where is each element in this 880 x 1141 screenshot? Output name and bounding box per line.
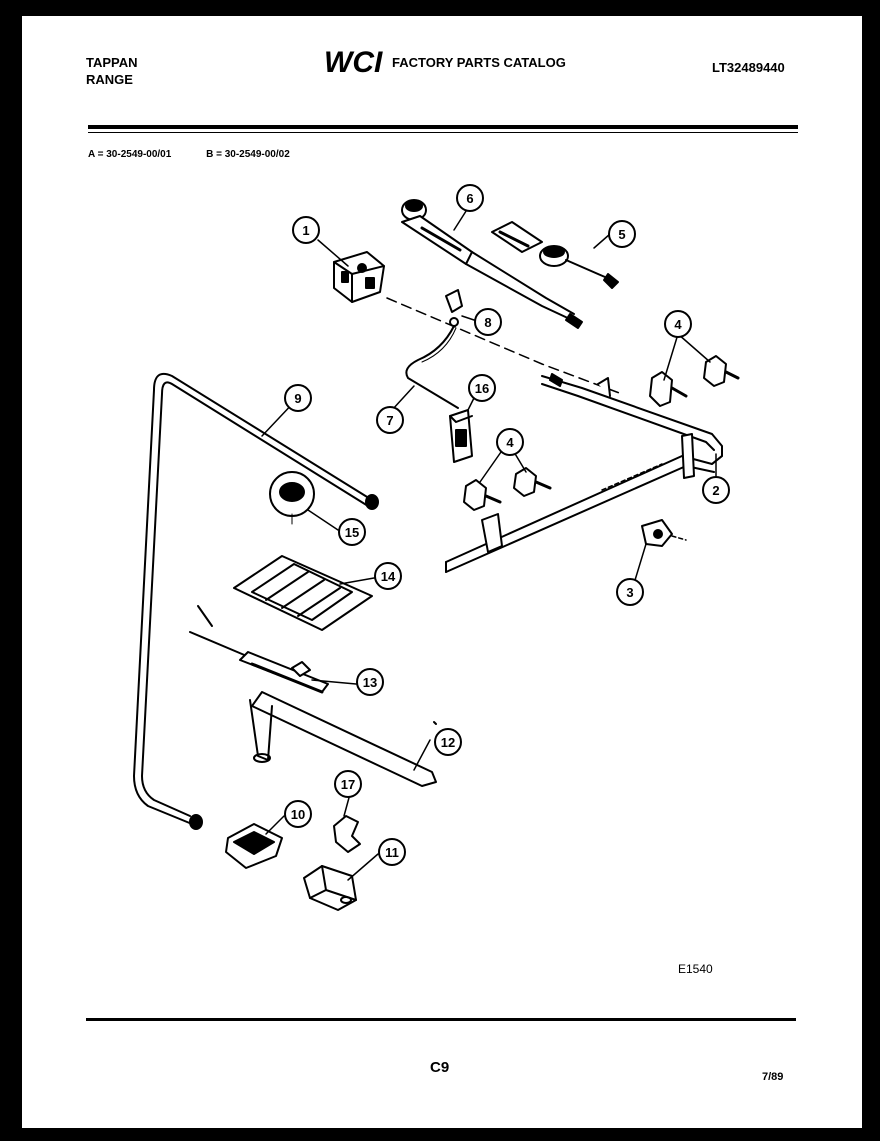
- callout-2: 2: [702, 476, 730, 504]
- callout-13: 13: [356, 668, 384, 696]
- part-7-pilot-tube: [405, 325, 459, 409]
- part-4-valves-middle: [463, 467, 552, 511]
- svg-text:3: 3: [626, 585, 633, 600]
- wci-logo: WCI: [324, 46, 383, 76]
- revision-date: 7/89: [762, 1071, 784, 1083]
- part-6-burner-left: [401, 199, 583, 329]
- svg-text:11: 11: [385, 845, 399, 860]
- svg-text:9: 9: [294, 391, 301, 406]
- svg-text:17: 17: [341, 777, 355, 792]
- svg-text:2: 2: [712, 483, 719, 498]
- product-type: RANGE: [86, 72, 133, 87]
- part-16-sensor: [449, 409, 473, 463]
- callout-11: 11: [378, 838, 406, 866]
- catalog-title: FACTORY PARTS CATALOG: [392, 55, 566, 70]
- svg-text:13: 13: [363, 675, 377, 690]
- svg-text:10: 10: [291, 807, 305, 822]
- callout-17: 17: [334, 770, 362, 798]
- brand-block: TAPPAN RANGE: [86, 54, 138, 88]
- brand-name: TAPPAN: [86, 55, 138, 70]
- svg-text:1: 1: [302, 223, 309, 238]
- page-number: C9: [430, 1059, 450, 1076]
- callout-3: 3: [616, 578, 644, 606]
- footer-rule: [86, 1018, 796, 1021]
- svg-text:4: 4: [506, 435, 514, 450]
- callout-4-middle: 4: [496, 428, 524, 456]
- svg-text:16: 16: [475, 381, 489, 396]
- callout-9: 9: [284, 384, 312, 412]
- header-rule: [88, 125, 798, 129]
- callout-1: 1: [292, 216, 320, 244]
- callout-6: 6: [456, 184, 484, 212]
- logo-text: WCI: [324, 46, 383, 76]
- part-13-oven-burner: [189, 605, 329, 694]
- part-10-igniter: [225, 823, 283, 869]
- callout-15: 15: [338, 518, 366, 546]
- svg-text:15: 15: [345, 525, 359, 540]
- model-b: B = 30-2549-00/02: [206, 149, 290, 160]
- svg-text:5: 5: [618, 227, 625, 242]
- callout-8: 8: [474, 308, 502, 336]
- model-a: A = 30-2549-00/01: [88, 149, 172, 160]
- callout-16: 16: [468, 374, 496, 402]
- part-12-burner-tube: [249, 691, 437, 787]
- header-rule-thin: [88, 132, 798, 133]
- callout-7: 7: [376, 406, 404, 434]
- callout-12: 12: [434, 728, 462, 756]
- part-2-manifold: [445, 373, 723, 573]
- part-4-valves-upper: [649, 355, 740, 407]
- callout-14: 14: [374, 562, 402, 590]
- diagram-code: E1540: [678, 962, 713, 976]
- part-3-orifice: [641, 519, 687, 547]
- svg-text:8: 8: [484, 315, 491, 330]
- part-14-baffle: [233, 555, 373, 631]
- part-8-bracket: [445, 289, 463, 327]
- svg-text:4: 4: [674, 317, 682, 332]
- callouts: 1 2 3 4 4 5 6 7 8 9 10 11 12 13 14 15 16…: [284, 184, 730, 866]
- assembly-axis-line: [386, 297, 623, 395]
- svg-text:7: 7: [386, 413, 393, 428]
- svg-text:14: 14: [381, 569, 396, 584]
- callout-5: 5: [608, 220, 636, 248]
- callout-4-upper: 4: [664, 310, 692, 338]
- part-15-burner-cap: [269, 471, 315, 525]
- callout-10: 10: [284, 800, 312, 828]
- part-5-burner-right: [491, 221, 619, 289]
- catalog-number: LT32489440: [712, 60, 785, 75]
- model-legend: A = 30-2549-00/01 B = 30-2549-00/02: [88, 149, 322, 160]
- part-17-clip: [333, 815, 361, 853]
- catalog-page: TAPPAN RANGE WCI FACTORY PARTS CATALOG L…: [22, 16, 862, 1128]
- part-9-gas-tube: [133, 372, 379, 830]
- svg-text:6: 6: [466, 191, 473, 206]
- part-11-bracket: [303, 865, 357, 911]
- svg-text:12: 12: [441, 735, 455, 750]
- parts-diagram: 1 2 3 4 4 5 6 7 8 9 10 11 12 13 14 15 16…: [133, 184, 740, 911]
